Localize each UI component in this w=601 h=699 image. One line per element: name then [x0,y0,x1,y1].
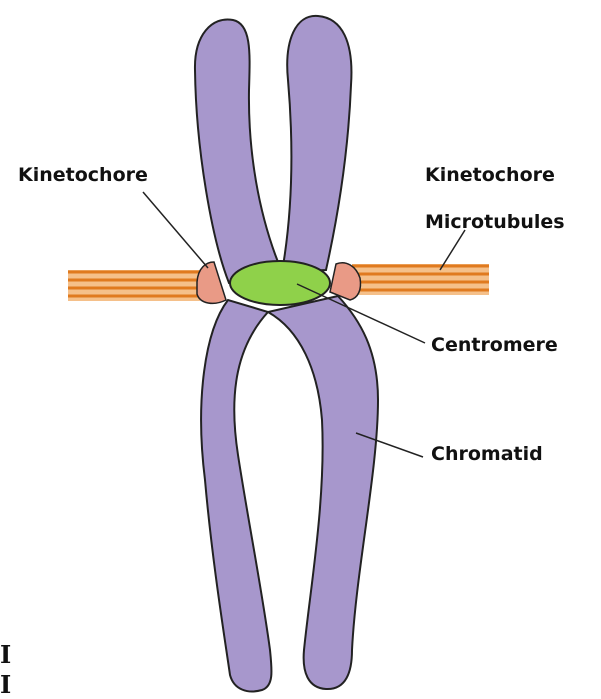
chromatid-arm-upper-left [195,19,282,283]
left-microtubules [68,270,200,301]
right-microtubules [352,264,489,295]
centromere-label: Centromere [431,336,558,355]
microtubules-label-line2: Microtubules [425,213,565,232]
microtubules-label-line1: Kinetochore [425,166,555,185]
chromatid-arm-upper-right [282,16,351,272]
kinetochore-left [197,262,226,303]
chromatid-arm-lower-left [201,300,271,691]
kinetochore-label: Kinetochore [18,166,148,185]
chromatid-arm-lower-right [268,296,378,689]
edge-mark-1: I [0,643,11,667]
edge-mark-2: I [0,673,11,697]
kinetochore-leader-line [143,192,208,268]
chromatid-label: Chromatid [431,445,543,464]
centromere [230,261,330,305]
